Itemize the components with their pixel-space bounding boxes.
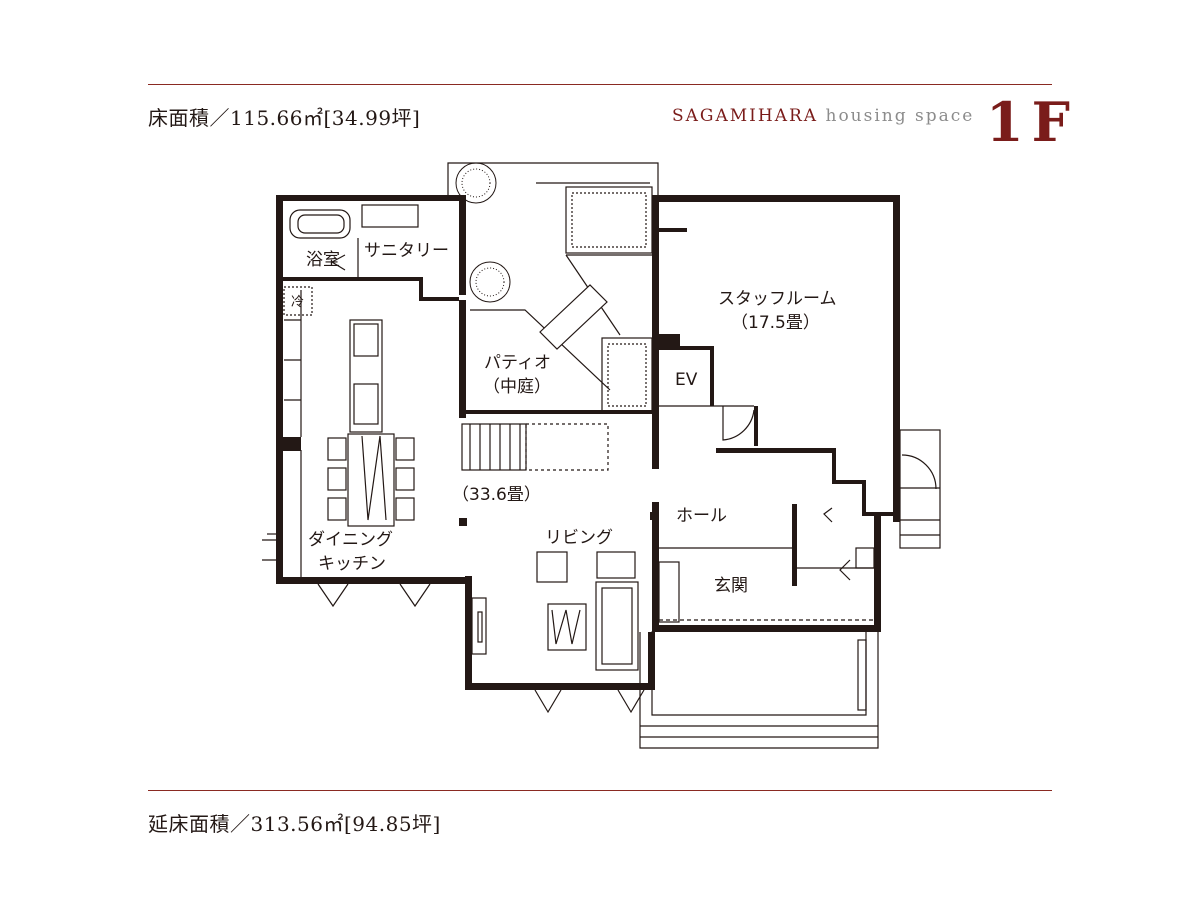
room-label-entrance: 玄関 [714,576,748,596]
room-label-hall: ホール [676,506,727,526]
dining-table [327,433,415,527]
room-label-ev: EV [675,370,698,390]
room-label-patio-sub: （中庭） [483,377,551,397]
room-label-sanitary: サニタリー [364,241,449,261]
sofa-set [471,551,639,671]
entrance-porch [639,429,941,749]
walls [276,195,900,690]
room-label-staff: スタッフルーム [718,289,837,309]
room-label-kitchen: キッチン [318,554,386,574]
top-rule [148,84,1052,85]
skylight-icon [539,284,608,350]
floor-number: 1F [986,90,1078,154]
room-label-bath: 浴室 [306,250,340,270]
brand-main: SAGAMIHARA [672,106,819,126]
room-label-living: リビング [545,528,613,548]
floor-area-label: 床面積／115.66㎡[34.99坪] [148,106,421,130]
tree-icon [455,162,511,303]
brand-wordmark: SAGAMIHARA housing space [672,106,974,126]
room-label-ldk-size: （33.6畳） [452,485,541,505]
bottom-rule [148,790,1052,791]
brand-sub: housing space [825,106,975,126]
room-label-patio: パティオ [484,353,551,373]
planter-boxes [565,186,653,413]
room-label-fridge: 冷 [291,295,304,310]
interior-lines [283,204,875,623]
room-label-dining: ダイニング [308,530,393,550]
room-label-staff-size: （17.5畳） [731,313,820,333]
total-area-label: 延床面積／313.56㎡[94.85坪] [148,812,441,836]
